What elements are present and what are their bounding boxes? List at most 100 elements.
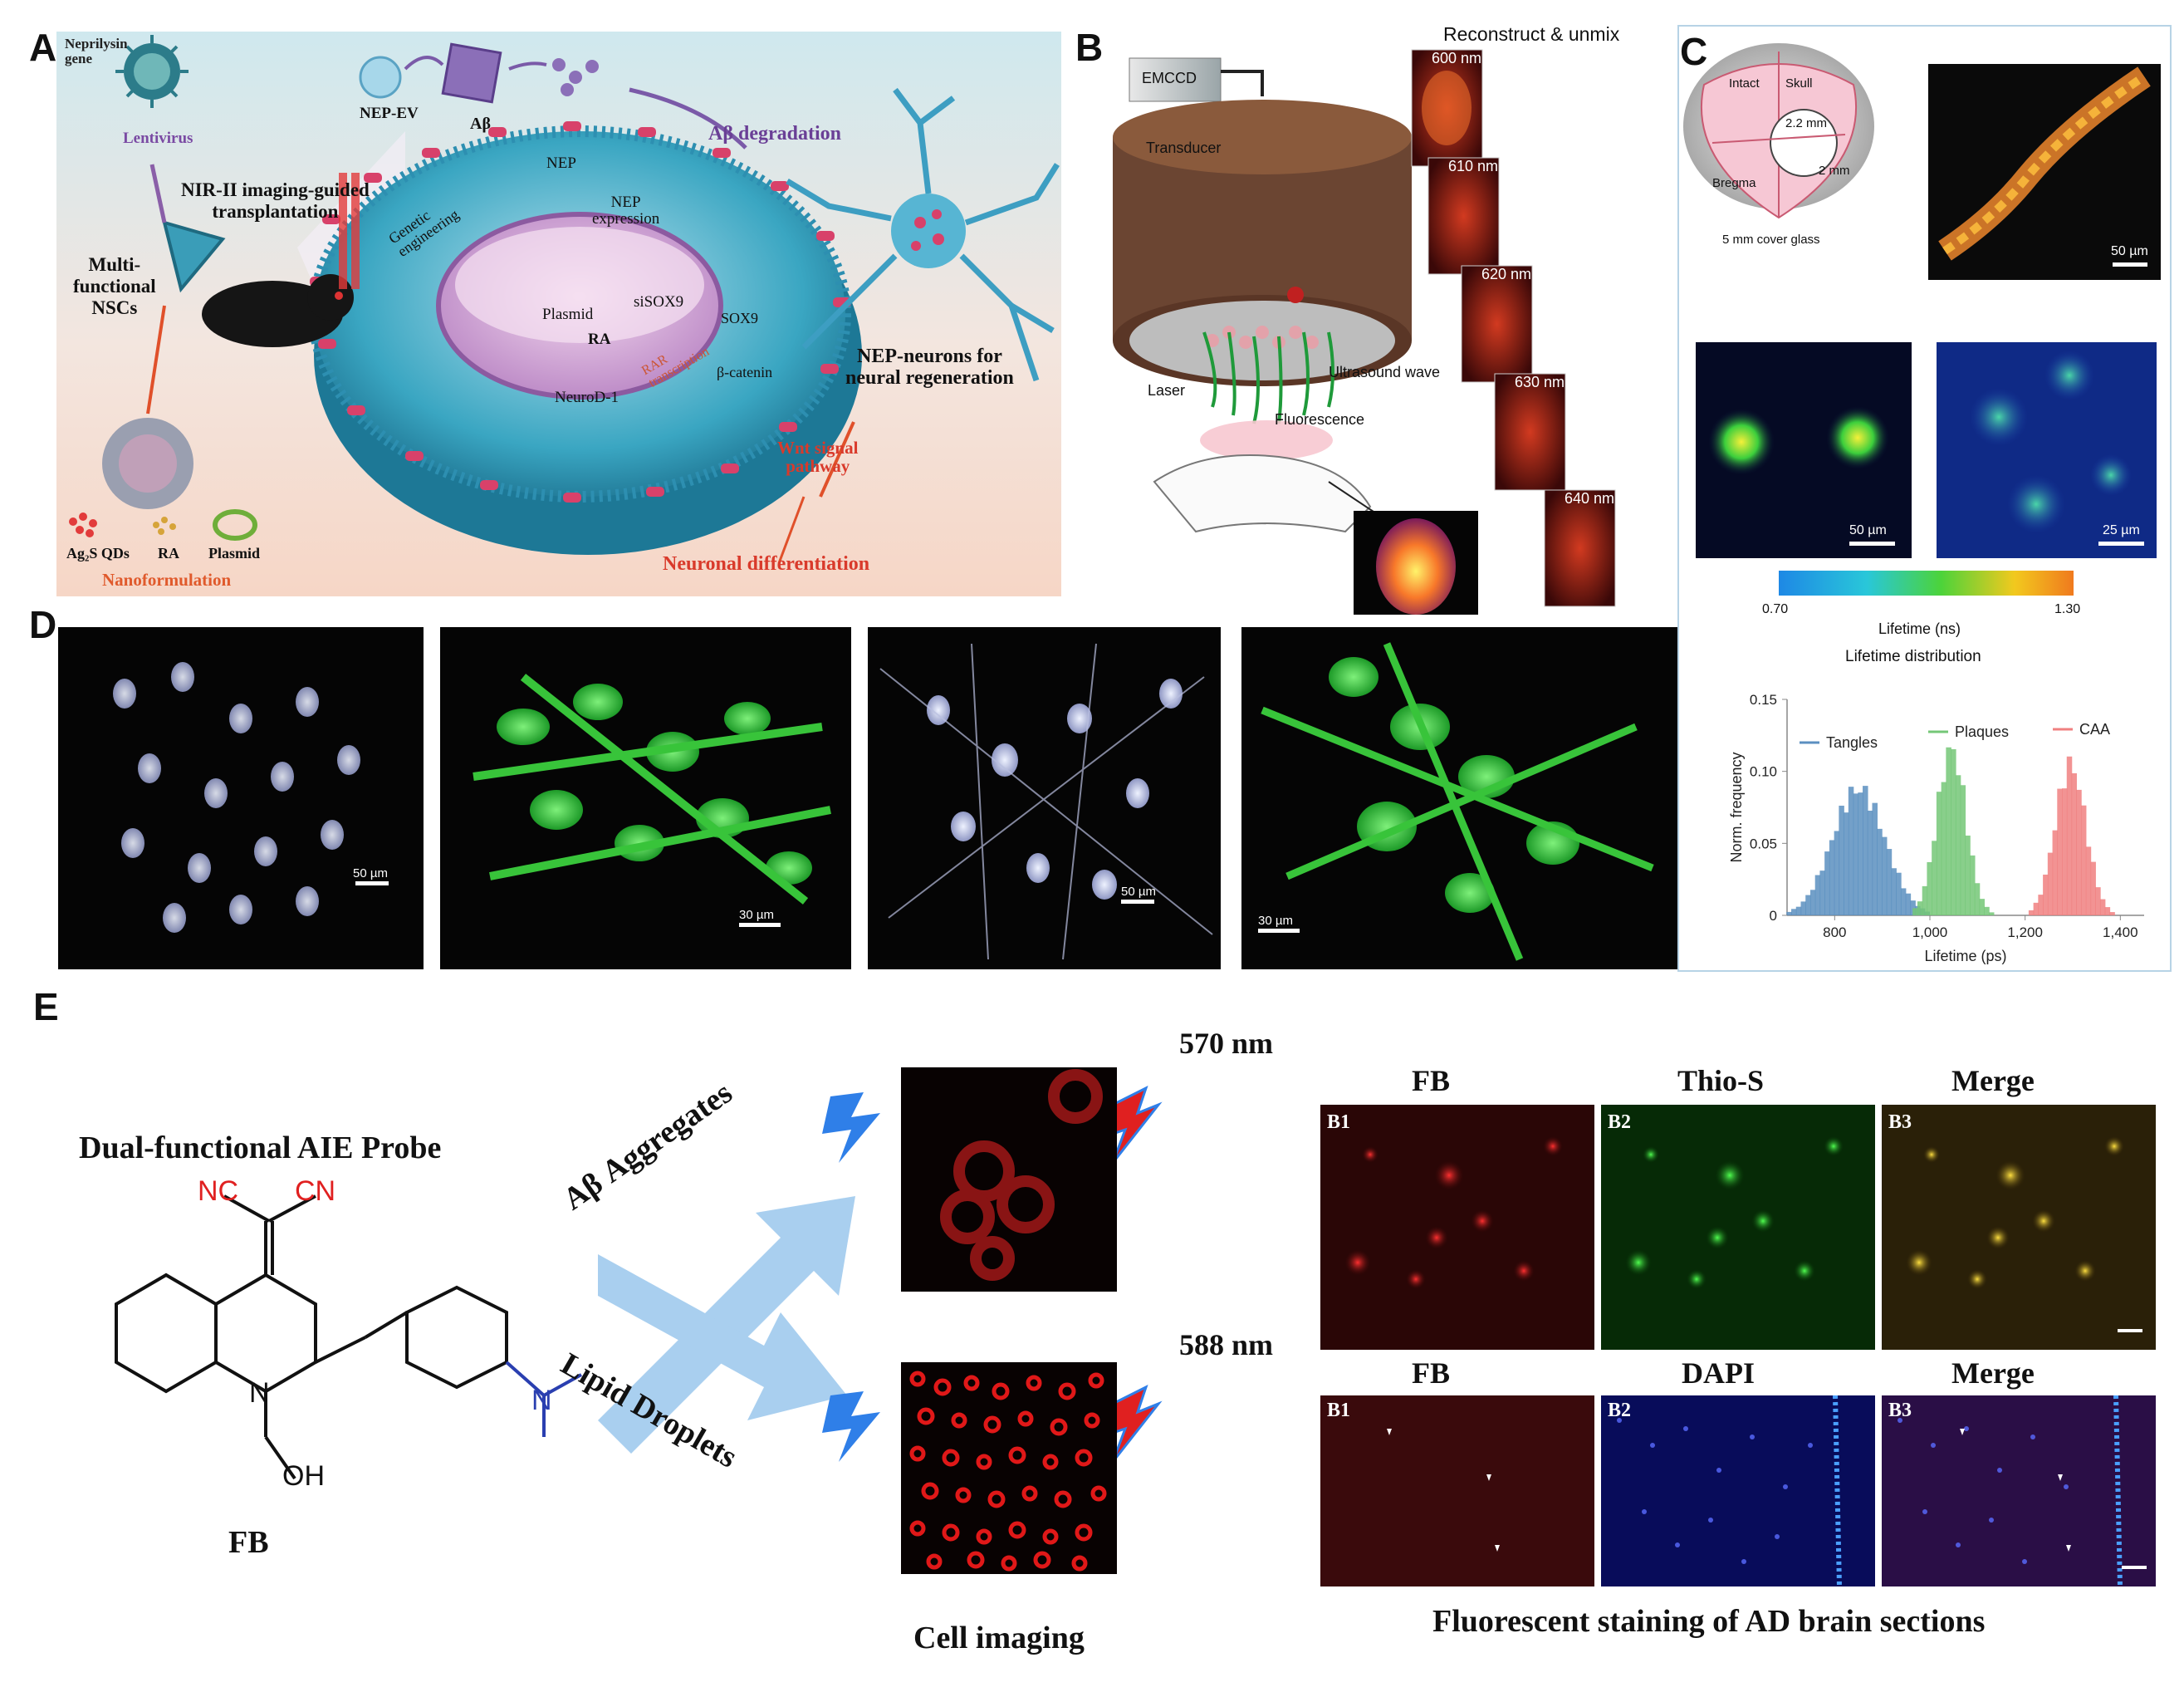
tile-tag: B1 xyxy=(1327,1111,1351,1133)
wavelength-label: 620 nm xyxy=(1481,266,1532,282)
x-tick-label: 1,000 xyxy=(1912,924,1948,940)
staining-row-2 xyxy=(1320,1395,2156,1586)
wavelength-label: 640 nm xyxy=(1565,490,1615,507)
chart-title: Lifetime distribution xyxy=(1845,648,1981,665)
scale-label: 50 µm xyxy=(1849,523,1887,537)
panel-b: EMCCD Transducer Laser Ultrasound wave F… xyxy=(1096,17,1669,627)
label-ra-2: RA xyxy=(158,545,179,562)
histogram-bar xyxy=(1974,883,1981,915)
histogram-bar xyxy=(2071,772,2077,915)
scale-bar xyxy=(2098,542,2144,546)
label-ultrasound-wave: Ultrasound wave xyxy=(1329,364,1441,380)
histogram-bar xyxy=(1936,792,1942,915)
histogram-bar xyxy=(2109,912,2115,915)
histogram-bar xyxy=(1809,890,1816,915)
histogram-bar xyxy=(1848,787,1854,915)
label-cover-glass: 5 mm cover glass xyxy=(1722,233,1820,247)
x-tick-label: 1,400 xyxy=(2103,924,2138,940)
tile-tag: B2 xyxy=(1608,1400,1632,1421)
panel-b-illustration xyxy=(1113,49,1616,627)
histogram-bar xyxy=(1881,836,1888,915)
scale-label: 50 µm xyxy=(353,866,388,880)
histogram-bar xyxy=(2099,899,2106,915)
scale-label: 30 µm xyxy=(739,908,774,922)
wavelength-label: 600 nm xyxy=(1432,50,1482,66)
histogram-bar xyxy=(1863,786,1868,915)
histogram-bar xyxy=(1786,911,1792,915)
histogram-bar xyxy=(1970,855,1976,915)
label-nep-ev: NEP-EV xyxy=(360,105,419,122)
histogram-bar xyxy=(1858,792,1863,915)
col-header: FB xyxy=(1412,1064,1451,1097)
legend-label: Tangles xyxy=(1826,734,1878,751)
panel-e: Dual-functional AIE Probe NC CN N N OH F… xyxy=(0,980,2184,1687)
histogram-bar xyxy=(2085,846,2092,915)
histogram-bar xyxy=(1941,782,1947,915)
probe-title: Dual-functional AIE Probe xyxy=(79,1130,442,1165)
histogram-bar xyxy=(1905,893,1912,915)
label-sisox9: siSOX9 xyxy=(634,293,684,311)
histogram-bar xyxy=(1984,906,1990,915)
unmix-stack xyxy=(1411,49,1616,607)
x-tick-label: 1,200 xyxy=(2007,924,2043,940)
histogram-bar xyxy=(1988,912,1995,915)
histogram-bar xyxy=(1867,810,1873,915)
wavelength-label: 610 nm xyxy=(1448,158,1499,174)
tile-tag: B3 xyxy=(1888,1111,1912,1133)
panel-label-d: D xyxy=(29,603,57,646)
panel-c: Intact Skull 2.2 mm 2 mm Bregma 5 mm cov… xyxy=(1677,25,2172,972)
label-lentivirus: Lentivirus xyxy=(123,130,193,147)
atom-oh: OH xyxy=(282,1460,325,1492)
panel-label-b: B xyxy=(1075,26,1104,69)
histogram-bar xyxy=(2076,789,2082,915)
histogram-bar xyxy=(1955,775,1961,915)
histogram-bar xyxy=(1839,805,1844,915)
panel-d: 50 µm 30 µm 50 µm 30 µm xyxy=(58,627,1677,969)
label-ag2s-qds: Ag₂S QDs xyxy=(66,545,130,562)
y-tick-label: 0.10 xyxy=(1750,764,1777,780)
scale-bar xyxy=(2113,262,2147,267)
histogram-bar xyxy=(1844,812,1849,915)
label-sox9: SOX9 xyxy=(721,310,759,326)
scale-label: 50 µm xyxy=(2111,244,2148,258)
panel-label-a: A xyxy=(29,26,57,69)
colorbar-min: 0.70 xyxy=(1762,602,1789,616)
histogram-bar xyxy=(1853,793,1859,915)
label-570nm: 570 nm xyxy=(1179,1027,1274,1060)
label-nanoformulation: Nanoformulation xyxy=(102,570,232,590)
col-header: DAPI xyxy=(1682,1356,1755,1390)
histogram-bar xyxy=(1932,841,1937,915)
label-bregma: Bregma xyxy=(1712,176,1756,190)
label-abeta-degradation: Aβ degradation xyxy=(708,123,841,145)
histogram-bar xyxy=(2052,830,2059,915)
scale-label: 30 µm xyxy=(1258,914,1293,928)
histogram-bar xyxy=(1791,909,1797,915)
scale-label: 25 µm xyxy=(2103,523,2140,537)
y-axis-label: Norm. frequency xyxy=(1728,752,1745,862)
histogram-bar xyxy=(1872,802,1878,915)
label-multifunctional-nscs: Multi- functional NSCs xyxy=(73,254,156,318)
label-nep-neurons: NEP-neurons for neural regeneration xyxy=(845,346,1014,389)
legend-label: Plaques xyxy=(1955,723,2009,740)
fb-structure xyxy=(115,1194,582,1480)
histogram-bar xyxy=(2066,756,2073,915)
histogram-bar xyxy=(1965,835,1971,915)
panel-c-art xyxy=(1683,43,2161,596)
label-2-2mm: 2.2 mm xyxy=(1785,116,1828,130)
y-tick-label: 0.05 xyxy=(1750,836,1777,851)
label-plasmid: Plasmid xyxy=(542,306,594,323)
label-reconstruct-unmix: Reconstruct & unmix xyxy=(1443,23,1620,45)
colorbar-label: Lifetime (ns) xyxy=(1878,620,1961,637)
x-axis-label: Lifetime (ps) xyxy=(1924,948,2006,964)
label-588nm: 588 nm xyxy=(1179,1328,1274,1361)
histogram-bar xyxy=(1979,899,1985,915)
histogram-bar xyxy=(1912,908,1918,915)
label-transducer: Transducer xyxy=(1146,140,1222,156)
label-fluorescence: Fluorescence xyxy=(1275,411,1365,428)
scale-bar xyxy=(355,881,389,885)
col-header: Thio-S xyxy=(1677,1064,1765,1097)
scale-label: 50 µm xyxy=(1121,885,1156,899)
histogram-bar xyxy=(1829,840,1835,915)
label-plasmid-2: Plasmid xyxy=(208,545,261,562)
